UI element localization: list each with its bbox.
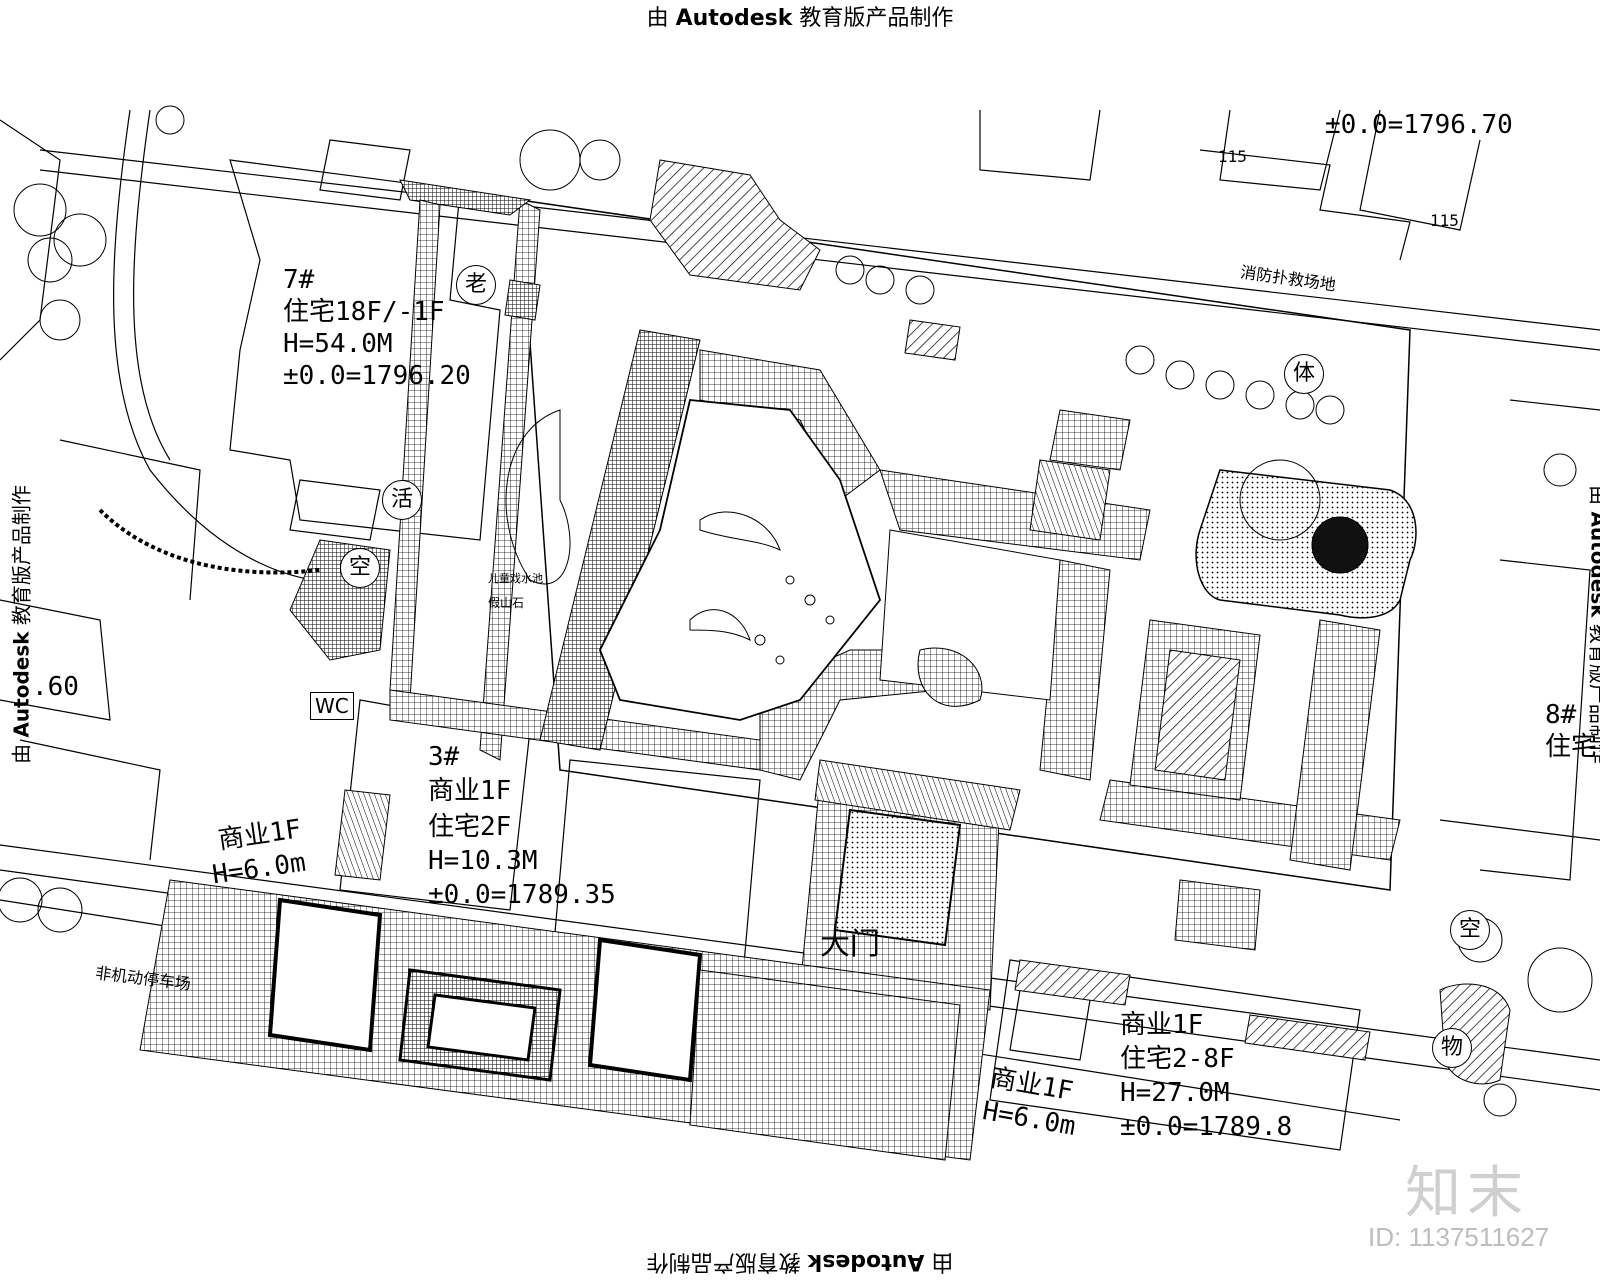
stamp-left: 由 Autodesk 教育版产品制作: [9, 485, 34, 764]
building-7-num: 7#: [283, 265, 315, 295]
gate-label: 大门: [820, 927, 880, 962]
building-7-height: H=54.0M: [283, 329, 393, 359]
building-east-use2: 住宅2-8F: [1120, 1044, 1235, 1074]
building-3-elevation: ±0.0=1789.35: [428, 880, 616, 910]
building-east-elevation: ±0.0=1789.8: [1120, 1112, 1293, 1142]
building-3-use1: 商业1F: [428, 776, 512, 806]
left-elevation-fragment: .60: [32, 672, 79, 702]
building-east-height: H=27.0M: [1120, 1078, 1230, 1108]
building-3-height: H=10.3M: [428, 846, 538, 876]
tag-wc: WC: [310, 692, 354, 720]
tag-wu: 物: [1432, 1028, 1472, 1068]
tag-kong-2: 空: [1450, 910, 1490, 950]
label-115-b: 115: [1430, 211, 1459, 230]
building-7-elevation: ±0.0=1796.20: [283, 361, 471, 391]
watermark-id: ID: 1137511627: [1368, 1222, 1550, 1252]
building-east-use1: 商业1F: [1120, 1010, 1204, 1040]
building-3-use2: 住宅2F: [428, 812, 512, 842]
top-elevation: ±0.0=1796.70: [1325, 110, 1513, 140]
tag-kong-1: 空: [340, 548, 380, 588]
building-7-use: 住宅18F/-1F: [283, 297, 445, 327]
tag-ti: 体: [1284, 354, 1324, 394]
kid-area-label: 儿童戏水池: [488, 572, 543, 585]
stamp-top: 由 Autodesk 教育版产品制作: [646, 6, 954, 31]
building-8-use: 住宅: [1545, 732, 1598, 762]
label-115-a: 115: [1218, 147, 1247, 166]
rock-label: 假山石: [488, 596, 525, 610]
stamp-right: 由 Autodesk 教育版产品制作: [1586, 485, 1600, 764]
stamp-bottom: 由 Autodesk 教育版产品制作: [646, 1249, 954, 1274]
building-3-num: 3#: [428, 742, 460, 772]
watermark-logo: 知末: [1405, 1161, 1529, 1226]
tag-lao: 老: [456, 265, 496, 305]
tag-huo: 活: [382, 480, 422, 520]
building-8-num: 8#: [1545, 700, 1577, 730]
